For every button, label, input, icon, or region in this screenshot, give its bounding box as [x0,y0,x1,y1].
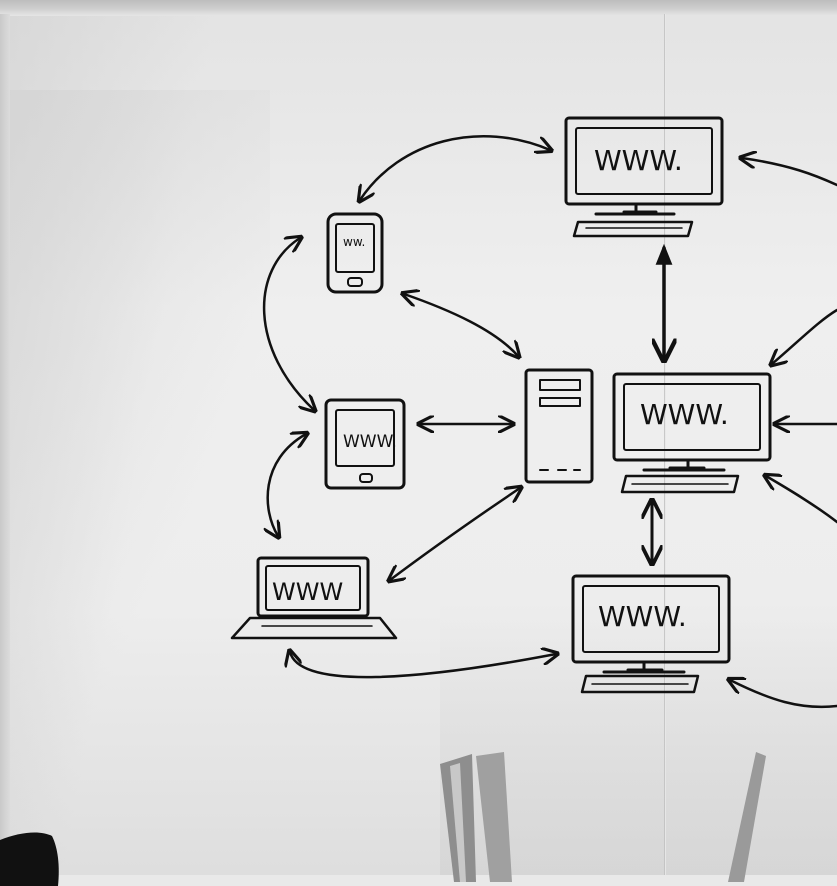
arrow-centermonitor-offscreen-3 [766,476,837,524]
arrow-topmonitor-offscreen [742,158,837,187]
arrow-laptop-server [390,488,520,580]
arrow-bottommonitor-offscreen [730,680,837,709]
arrow-tablet-laptop [268,434,306,536]
tablet-label: WWW. [343,432,397,452]
laptop-icon [230,556,398,640]
light-reflection [10,90,270,875]
arrow-laptop-bottommonitor [290,652,556,679]
monitor-center-label: WWW. [640,398,729,431]
chair-right [728,752,766,882]
arrow-phone-tablet [263,238,314,410]
top-rail [0,0,837,16]
chair-corner [0,832,59,886]
laptop-label: WWW [272,578,343,606]
left-frame [0,14,10,875]
phone-label: ww. [343,235,365,249]
server-tower-icon [524,368,594,484]
arrow-phone-server [404,294,518,356]
glass-seam [664,14,666,875]
monitor-top-label: WWW. [594,144,683,177]
monitor-bottom-label: WWW. [598,600,687,633]
arrow-phone-topmonitor [360,134,550,200]
phone-icon [326,212,384,294]
monitor-bottom-icon [571,574,731,694]
monitor-top-icon [564,116,724,238]
arrow-centermonitor-offscreen-1 [772,308,837,364]
monitor-center-icon [612,372,772,494]
tablet-icon [324,398,406,490]
chair-left [440,752,512,882]
